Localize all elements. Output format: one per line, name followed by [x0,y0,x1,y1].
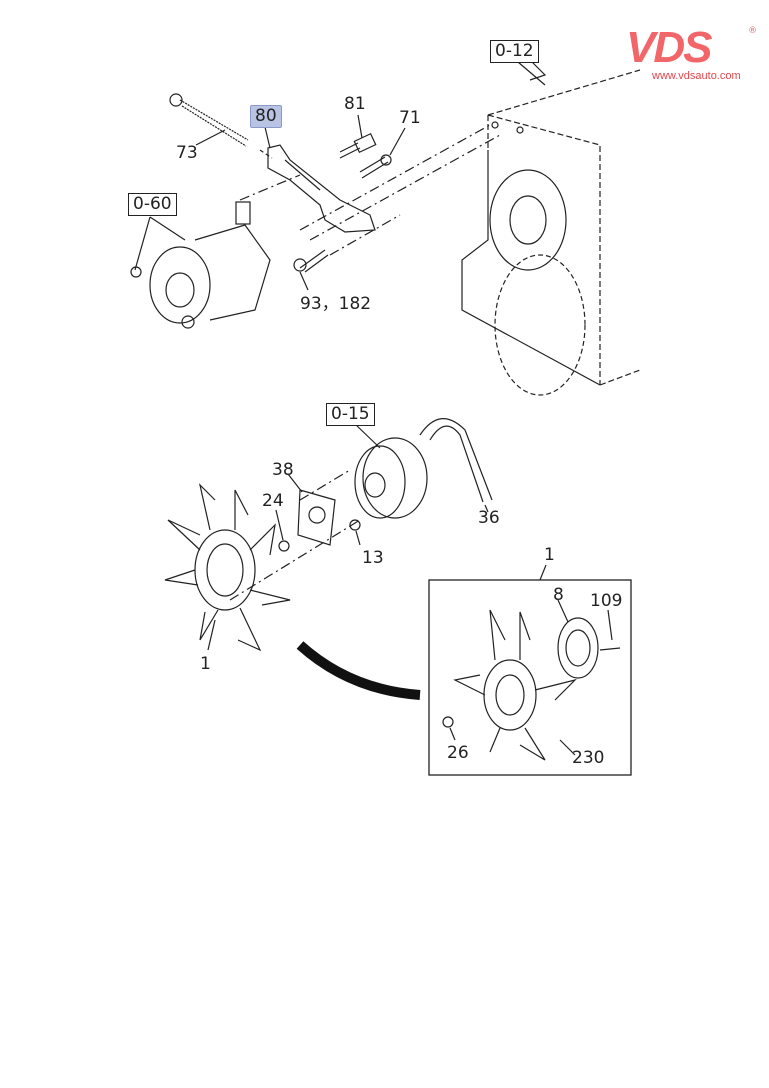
registered-icon: ® [748,26,757,36]
belt-36 [419,418,493,513]
callout-71[interactable]: 71 [399,108,421,128]
ref-0-60[interactable]: 0-60 [128,193,177,216]
spacer-plate-38 [229,469,361,601]
vds-logo: VDS ® www.vdsauto.com [626,23,766,83]
callout-13[interactable]: 13 [362,548,384,568]
callout-24[interactable]: 24 [262,491,284,511]
callout-81[interactable]: 81 [344,94,366,114]
callout-80-highlighted[interactable]: 80 [250,105,282,128]
callout-1-inset[interactable]: 1 [544,545,555,565]
engine-block [461,49,641,396]
leader-lines-top [134,61,546,291]
callout-230[interactable]: 230 [572,748,605,768]
callout-1[interactable]: 1 [200,654,211,674]
ref-0-12[interactable]: 0-12 [490,40,539,63]
callout-38[interactable]: 38 [272,460,294,480]
inset-box [428,564,632,776]
bolts [239,124,501,273]
alternator [130,201,271,329]
callout-73[interactable]: 73 [176,143,198,163]
callout-93-182[interactable]: 93，182 [300,294,372,314]
callout-109[interactable]: 109 [590,591,623,611]
ref-0-15[interactable]: 0-15 [326,403,375,426]
cooling-fan [164,483,421,700]
pulley [354,423,428,519]
bracket-80 [267,144,376,233]
callout-8[interactable]: 8 [553,585,564,605]
callout-26[interactable]: 26 [447,743,469,763]
logo-url: www.vdsauto.com [652,70,741,82]
logo-mark: VDS [626,23,712,72]
callout-36[interactable]: 36 [478,508,500,528]
bolt-73 [169,93,273,159]
